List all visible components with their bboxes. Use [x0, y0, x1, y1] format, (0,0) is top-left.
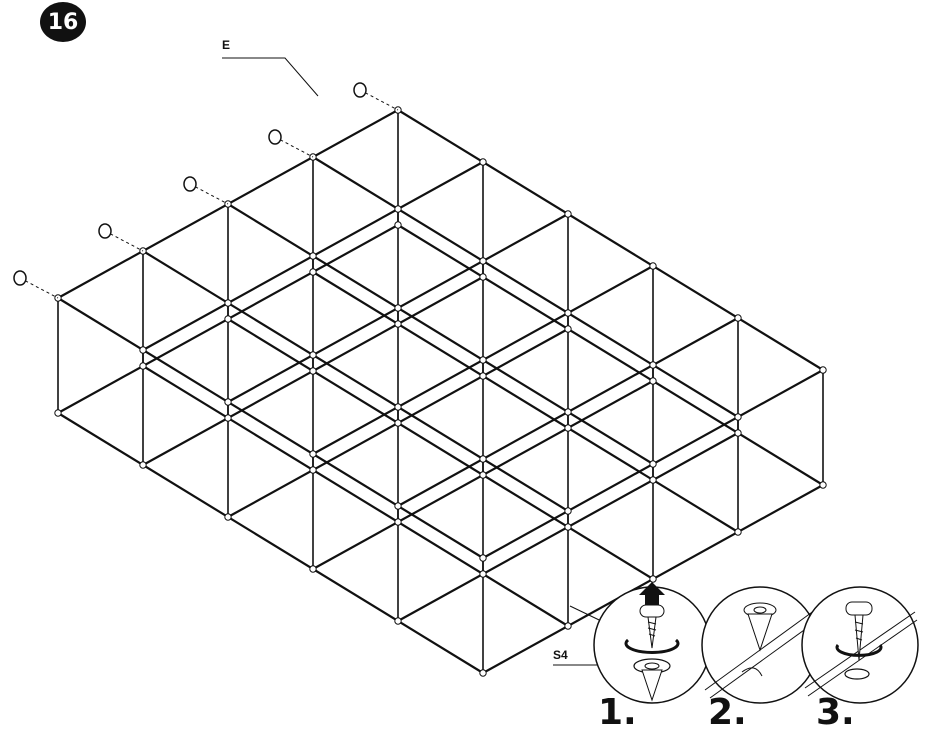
connector-node	[309, 565, 317, 573]
connector-node	[564, 507, 572, 515]
connector-node	[394, 502, 402, 510]
frame-bar	[227, 203, 654, 465]
connector-node	[394, 403, 402, 411]
connector-node	[649, 460, 657, 468]
connector-node	[224, 398, 232, 406]
frame-bar	[227, 318, 654, 580]
connector-node	[479, 471, 487, 479]
connector-node	[394, 205, 402, 213]
connector-node	[649, 575, 657, 583]
loose-caps	[13, 82, 399, 299]
up-arrow-icon	[639, 582, 665, 605]
screw-icon	[845, 601, 873, 661]
connector-node	[564, 408, 572, 416]
rotate-arrow-icon	[835, 644, 883, 657]
connector-node	[139, 362, 147, 370]
frame-bar	[397, 109, 824, 371]
dowel-pin-icon	[747, 613, 773, 652]
connector-node	[394, 419, 402, 427]
connector-node	[649, 361, 657, 369]
connector-node	[479, 669, 487, 677]
connector-node	[819, 366, 827, 374]
connector-node	[564, 424, 572, 432]
frame-bar	[312, 156, 739, 418]
connector-node	[479, 455, 487, 463]
connector-node	[649, 476, 657, 484]
connector-node	[309, 351, 317, 359]
connector-node	[564, 309, 572, 317]
connector-cap-icon	[353, 82, 367, 98]
connector-node	[649, 377, 657, 385]
substep-1-label: 1.	[598, 692, 637, 733]
connector-node	[309, 450, 317, 458]
connector-node	[394, 320, 402, 328]
frame-bar	[142, 365, 569, 627]
step-number-badge: 16	[40, 2, 86, 42]
connector-node	[139, 461, 147, 469]
connector-node	[224, 513, 232, 521]
guide-dash	[359, 89, 399, 111]
connector-node	[564, 622, 572, 630]
connector-node	[224, 414, 232, 422]
connector-node	[734, 429, 742, 437]
connectors	[54, 106, 827, 677]
callout-part-e: E	[222, 38, 231, 52]
connector-node	[54, 294, 62, 302]
connector-node	[224, 299, 232, 307]
connector-node	[309, 252, 317, 260]
dowel-pin-icon	[641, 669, 663, 702]
connector-node	[224, 315, 232, 323]
connector-node	[479, 257, 487, 265]
frame-bar	[397, 224, 824, 486]
connector-node	[479, 356, 487, 364]
guide-dash	[104, 230, 144, 252]
connector-node	[734, 528, 742, 536]
connector-cap-icon	[13, 270, 27, 286]
connector-node	[649, 262, 657, 270]
connector-node	[564, 210, 572, 218]
frame-bar	[57, 412, 484, 674]
connector-node	[139, 346, 147, 354]
substep-3-label: 3.	[816, 692, 855, 733]
callout-part-s4: S4	[553, 648, 568, 662]
guide-dash	[274, 136, 314, 158]
rotate-arrow-icon	[624, 638, 680, 654]
connector-node	[564, 523, 572, 531]
connector-node	[564, 325, 572, 333]
connector-node	[479, 158, 487, 166]
connector-node	[394, 304, 402, 312]
guide-dash	[19, 277, 59, 299]
detail-1	[593, 582, 711, 704]
connector-node	[309, 466, 317, 474]
connector-node	[309, 367, 317, 375]
connector-node	[479, 372, 487, 380]
connector-node	[394, 617, 402, 625]
connector-node	[479, 570, 487, 578]
frame-bar	[312, 271, 739, 533]
connector-node	[394, 221, 402, 229]
connector-node	[479, 554, 487, 562]
connector-cap-icon	[98, 223, 112, 239]
guide-dash	[189, 183, 229, 205]
substep-2-label: 2.	[708, 692, 747, 733]
connector-node	[819, 481, 827, 489]
connector-node	[309, 268, 317, 276]
connector-cap-icon	[268, 129, 282, 145]
connector-node	[54, 409, 62, 417]
connector-node	[734, 314, 742, 322]
callout-e-leader	[222, 57, 319, 97]
connector-node	[479, 273, 487, 281]
detail-3	[801, 586, 919, 704]
connector-node	[394, 518, 402, 526]
connector-node	[734, 413, 742, 421]
detail-2	[701, 586, 819, 704]
frame-lines	[57, 109, 824, 674]
connector-cap-icon	[183, 176, 197, 192]
